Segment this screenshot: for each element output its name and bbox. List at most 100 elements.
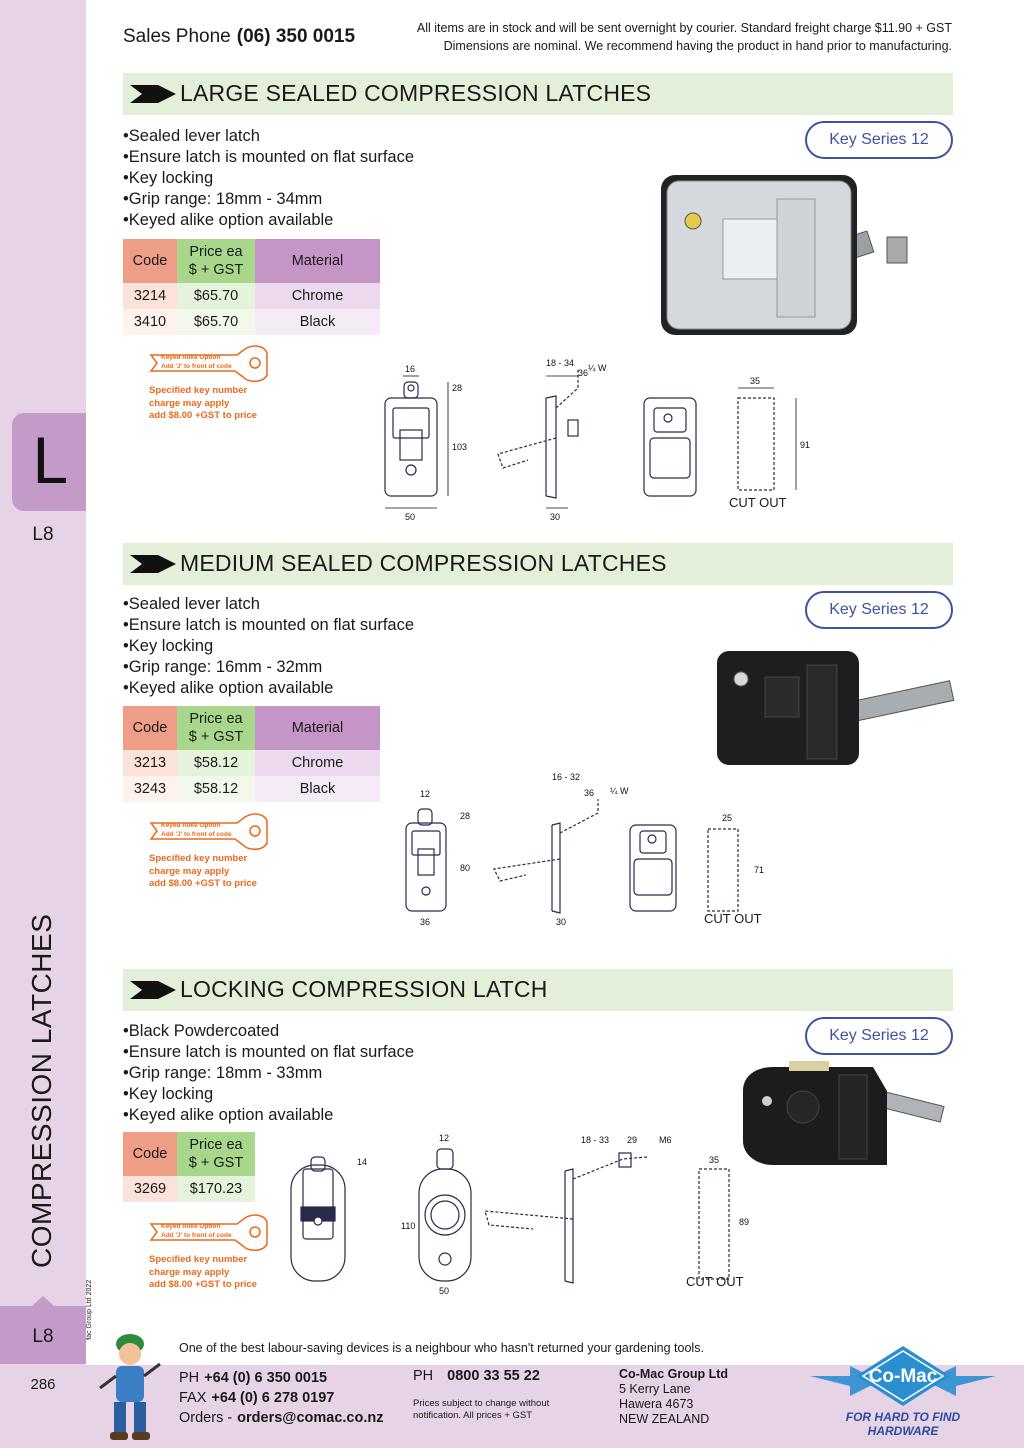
dim-width: 50 bbox=[405, 512, 415, 522]
cutout-label: CUT OUT bbox=[686, 1274, 744, 1289]
section-title-bar: LOCKING COMPRESSION LATCH bbox=[123, 969, 953, 1011]
phone-number[interactable]: +64 (0) 6 350 0015 bbox=[204, 1370, 328, 1386]
section-title: LOCKING COMPRESSION LATCH bbox=[180, 976, 548, 1002]
freephone-number[interactable]: 0800 33 55 22 bbox=[447, 1368, 540, 1384]
dim-grip: 18 - 34 bbox=[546, 358, 574, 368]
key-series-button[interactable]: Key Series 12 bbox=[805, 591, 953, 629]
dim-width: 50 bbox=[439, 1286, 449, 1296]
price-header: Price ea$ + GST bbox=[177, 706, 255, 750]
orders-email[interactable]: orders@comac.co.nz bbox=[237, 1410, 384, 1426]
table-row[interactable]: 3213 $58.12 Chrome bbox=[123, 750, 380, 776]
product-code: 3214 bbox=[123, 283, 177, 309]
keyed-alike-badge: Keyed Alike Option Add 'J' to front of c… bbox=[149, 1214, 289, 1304]
section-large-latches: LARGE SEALED COMPRESSION LATCHES Sealed … bbox=[123, 73, 953, 533]
feature-item: Key locking bbox=[123, 1084, 414, 1105]
dim-depth: 30 bbox=[556, 917, 566, 927]
keyed-label: Keyed Alike Option bbox=[161, 822, 221, 829]
table-row[interactable]: 3269 $170.23 bbox=[123, 1176, 255, 1202]
price-table: Code Price ea$ + GST Material 3214 $65.7… bbox=[123, 239, 380, 335]
product-material: Black bbox=[255, 776, 380, 802]
price-table: Code Price ea$ + GST 3269 $170.23 bbox=[123, 1132, 255, 1202]
feature-item: Keyed alike option available bbox=[123, 1105, 414, 1126]
section-tab-letter: L bbox=[31, 425, 67, 498]
feature-item: Sealed lever latch bbox=[123, 126, 414, 147]
keyed-label-sub: Add 'J' to front of code bbox=[161, 831, 232, 838]
dim-thread: M6 bbox=[659, 1135, 672, 1145]
cutout-label: CUT OUT bbox=[704, 911, 762, 926]
dim-cut-height: 89 bbox=[739, 1217, 749, 1227]
dim-arm: 36 bbox=[584, 788, 594, 798]
feature-list: Sealed lever latch Ensure latch is mount… bbox=[123, 594, 414, 699]
sales-phone-number[interactable]: (06) 350 0015 bbox=[236, 26, 356, 47]
product-price: $65.70 bbox=[177, 283, 255, 309]
technical-drawing: 14 12 110 50 18 - 33 29 M6 35 89 bbox=[290, 1133, 749, 1296]
keyed-alike-badge: Keyed Alike Option Add 'J' to front of c… bbox=[149, 813, 289, 903]
section-title-bar: LARGE SEALED COMPRESSION LATCHES bbox=[123, 73, 953, 115]
dim-arm: 29 bbox=[627, 1135, 637, 1145]
key-series-button[interactable]: Key Series 12 bbox=[805, 121, 953, 159]
dim-top-height: 28 bbox=[452, 383, 462, 393]
address-line: 5 Kerry Lane bbox=[619, 1382, 691, 1396]
section-tab: L bbox=[12, 413, 86, 511]
dim-cut-height: 71 bbox=[754, 865, 764, 875]
comac-logo[interactable]: Co-Mac bbox=[810, 1344, 996, 1434]
dim-height: 110 bbox=[401, 1221, 415, 1231]
footer-contact: PH+64 (0) 6 350 0015 FAX+64 (0) 6 278 01… bbox=[179, 1368, 383, 1428]
feature-item: Ensure latch is mounted on flat surface bbox=[123, 147, 414, 168]
product-price: $58.12 bbox=[177, 750, 255, 776]
code-header: Code bbox=[123, 239, 177, 283]
price-header: Price ea$ + GST bbox=[177, 1132, 255, 1176]
key-series-button[interactable]: Key Series 12 bbox=[805, 1017, 953, 1055]
footer-freephone: PH 0800 33 55 22 bbox=[413, 1368, 540, 1384]
mascot-illustration bbox=[99, 1334, 161, 1440]
dim-grip: 16 - 32 bbox=[552, 772, 580, 782]
freephone-label: PH bbox=[413, 1368, 434, 1384]
table-row[interactable]: 3243 $58.12 Black bbox=[123, 776, 380, 802]
sales-phone: Sales Phone(06) 350 0015 bbox=[123, 26, 355, 48]
arrow-icon bbox=[130, 85, 176, 103]
fax-label: FAX bbox=[179, 1390, 207, 1406]
feature-list: Black Powdercoated Ensure latch is mount… bbox=[123, 1021, 414, 1126]
feature-item: Black Powdercoated bbox=[123, 1021, 414, 1042]
product-material: Chrome bbox=[255, 283, 380, 309]
key-icon bbox=[149, 345, 268, 382]
arrow-icon bbox=[130, 981, 176, 999]
dim-width: 36 bbox=[420, 917, 430, 927]
dim-arm: 36 bbox=[578, 368, 588, 378]
dim-cut-width: 25 bbox=[722, 813, 732, 823]
section-title-bar: MEDIUM SEALED COMPRESSION LATCHES bbox=[123, 543, 953, 585]
dim-thread: ¼ W bbox=[610, 786, 629, 796]
feature-item: Ensure latch is mounted on flat surface bbox=[123, 1042, 414, 1063]
key-icon bbox=[149, 1214, 268, 1251]
feature-list: Sealed lever latch Ensure latch is mount… bbox=[123, 126, 414, 231]
dim-height: 103 bbox=[452, 442, 467, 452]
dim-grip: 18 - 33 bbox=[581, 1135, 609, 1145]
feature-item: Key locking bbox=[123, 636, 414, 657]
product-photo bbox=[717, 651, 955, 765]
keyed-label-sub: Add 'J' to front of code bbox=[161, 1232, 232, 1239]
footer-quote: One of the best labour-saving devices is… bbox=[179, 1341, 704, 1355]
feature-item: Grip range: 16mm - 32mm bbox=[123, 657, 414, 678]
product-code: 3269 bbox=[123, 1176, 177, 1202]
feature-item: Sealed lever latch bbox=[123, 594, 414, 615]
tagline: FOR HARD TO FIND HARDWARE bbox=[845, 1410, 961, 1438]
table-row[interactable]: 3214 $65.70 Chrome bbox=[123, 283, 380, 309]
sales-phone-label: Sales Phone bbox=[123, 26, 231, 47]
feature-item: Ensure latch is mounted on flat surface bbox=[123, 615, 414, 636]
company-name: Co-Mac Group Ltd bbox=[619, 1367, 729, 1381]
table-row[interactable]: 3410 $65.70 Black bbox=[123, 309, 380, 335]
key-icon bbox=[149, 813, 268, 850]
page-code-top: L8 bbox=[32, 524, 54, 545]
arrow-icon bbox=[130, 555, 176, 573]
dim-cut-height: 91 bbox=[800, 440, 810, 450]
price-header: Price ea$ + GST bbox=[177, 239, 255, 283]
feature-item: Key locking bbox=[123, 168, 414, 189]
product-material: Black bbox=[255, 309, 380, 335]
section-medium-latches: MEDIUM SEALED COMPRESSION LATCHES Sealed… bbox=[123, 543, 955, 953]
dim-top-width: 16 bbox=[405, 364, 415, 374]
code-header: Code bbox=[123, 706, 177, 750]
address-line: NEW ZEALAND bbox=[619, 1412, 710, 1426]
